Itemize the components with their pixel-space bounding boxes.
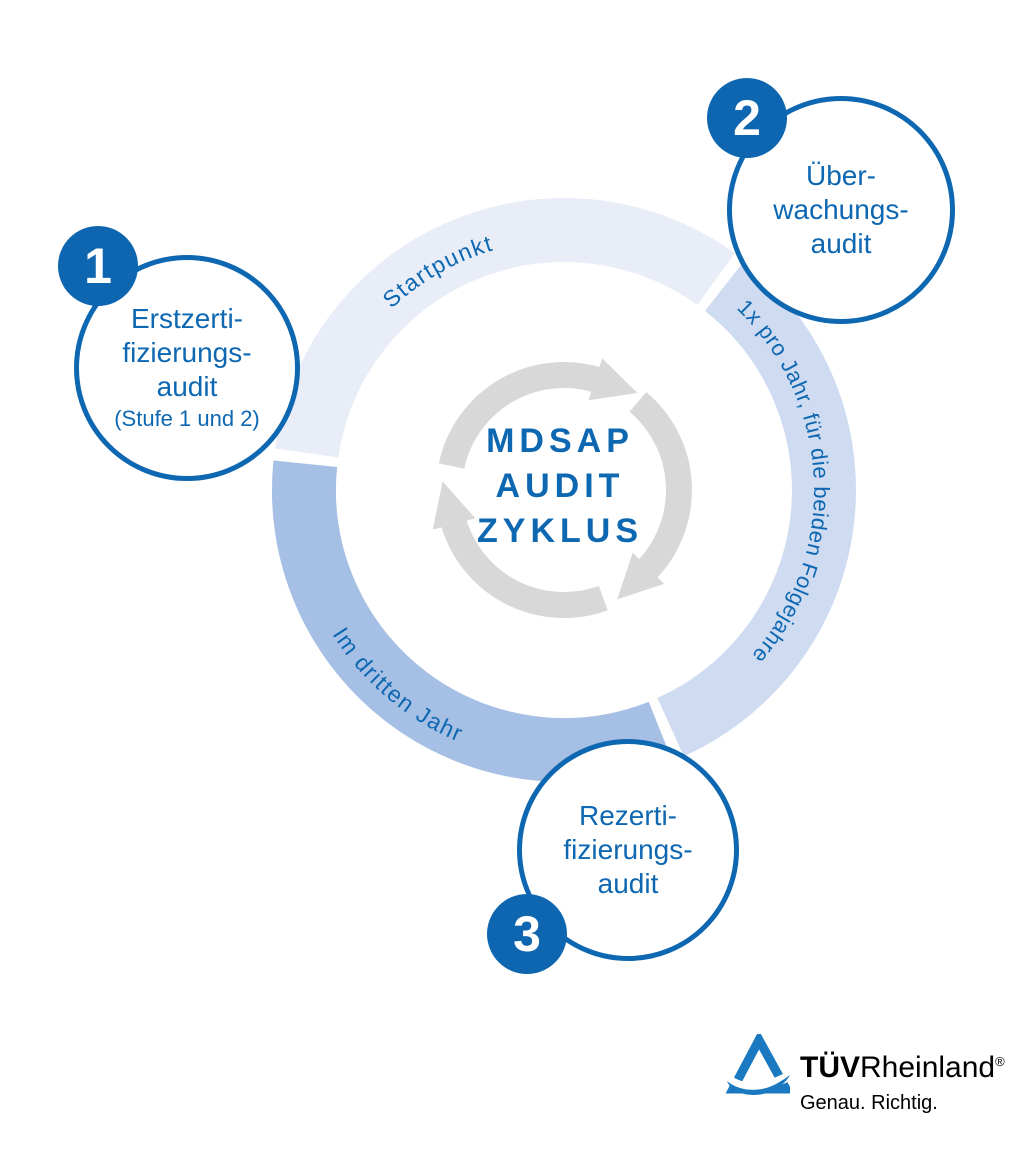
step-label-line: Rezerti- (578, 800, 677, 831)
step-label-line: Erstzerti- (131, 303, 243, 334)
logo-tagline: Genau. Richtig. (800, 1092, 938, 1114)
ring-segment-drittes-jahr (271, 460, 673, 782)
step-label-line: audit (810, 228, 872, 259)
logo-text: TÜVRheinland® Genau. Richtig. (800, 1046, 1005, 1116)
ring-segment-startpunkt (275, 198, 735, 458)
center-title-line-1: MDSAP (486, 422, 634, 460)
step-number-badge-3: 3 (487, 894, 567, 974)
tuv-rheinland-logo: TÜVRheinland® Genau. Richtig. (726, 1028, 1024, 1120)
cycle-arrow-right (617, 391, 692, 600)
cycle-arrow-top (438, 358, 638, 470)
step-label-line: wachungs- (773, 194, 909, 225)
step-label-line: fizierungs- (122, 337, 252, 368)
step-number-badge-2: 2 (707, 78, 787, 158)
center-title: MDSAP AUDIT ZYKLUS (477, 422, 643, 550)
cycle-arrow-left (432, 481, 608, 618)
center-title-line-3: ZYKLUS (477, 512, 643, 550)
step-label-line: Über- (805, 160, 876, 191)
step-circle-ueberwachungsaudit: Über- wachungs- audit (727, 96, 955, 324)
step-number-badge-1: 1 (58, 226, 138, 306)
step-label-line: fizierungs- (563, 834, 693, 865)
ring-segment-folgejahre (657, 260, 856, 757)
tuv-triangle-icon (726, 1034, 790, 1095)
center-title-line-2: AUDIT (496, 467, 625, 505)
logo-tuv: TÜV (800, 1051, 860, 1084)
logo-rheinland: Rheinland (860, 1051, 996, 1084)
logo-wordmark: TÜVRheinland® (800, 1046, 1005, 1084)
step-label-note: (Stufe 1 und 2) (114, 406, 260, 431)
registered-mark: ® (995, 1054, 1005, 1069)
step-label-line: audit (597, 868, 659, 899)
step-label-line: audit (156, 371, 218, 402)
cycle-arrows-icon (432, 358, 692, 618)
